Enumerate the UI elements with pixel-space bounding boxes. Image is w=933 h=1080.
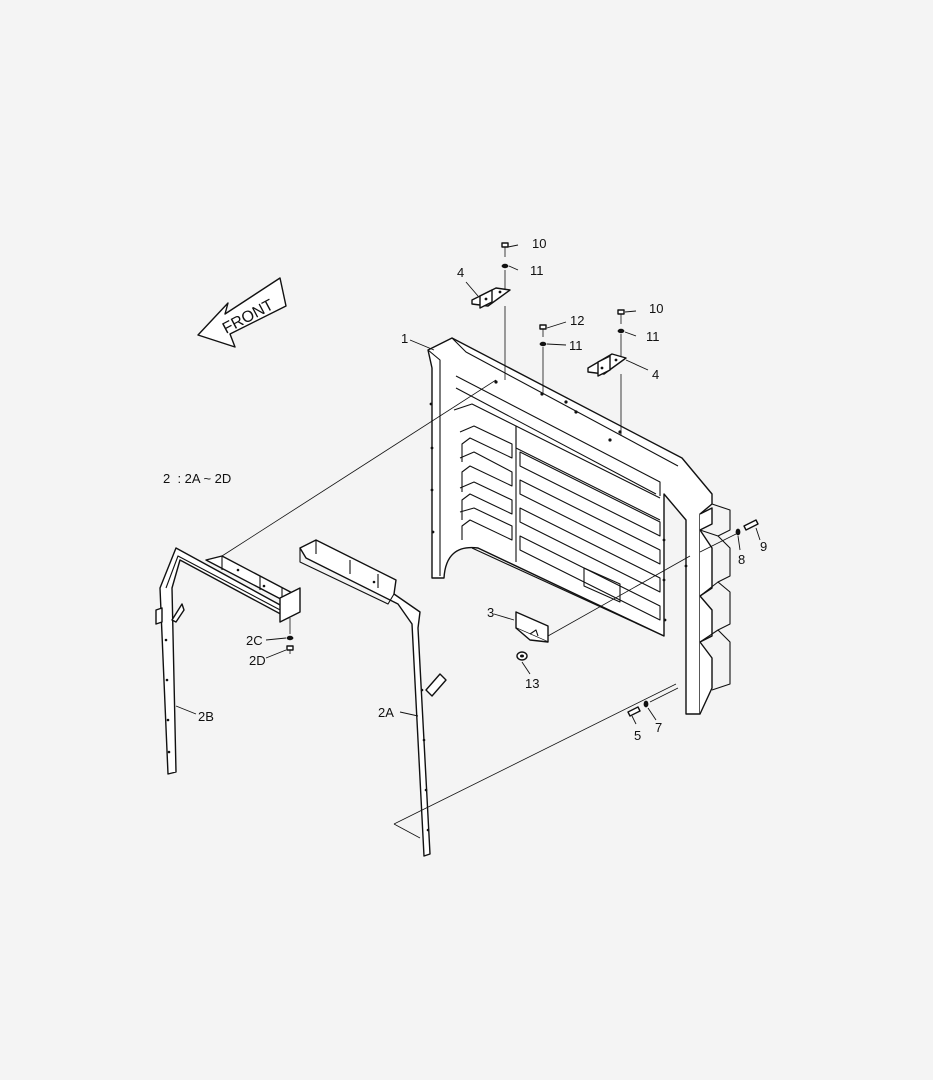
label-11-left: 11 bbox=[530, 263, 544, 278]
bracket-part-3 bbox=[515, 611, 549, 643]
bolt-part-9 bbox=[743, 519, 759, 531]
label-13: 13 bbox=[525, 676, 539, 691]
bolt-part-12 bbox=[539, 324, 547, 347]
front-direction-arrow-icon: FRONT bbox=[197, 277, 287, 348]
grille-frame-part-1 bbox=[427, 337, 731, 715]
arch-right-part-2a bbox=[279, 539, 447, 857]
label-12: 12 bbox=[570, 313, 584, 328]
label-4-right: 4 bbox=[652, 367, 659, 382]
nut-part-13 bbox=[516, 651, 528, 661]
label-7: 7 bbox=[655, 720, 662, 735]
washer-part-7 bbox=[643, 700, 649, 708]
label-1: 1 bbox=[401, 331, 408, 346]
bolt-part-10-left bbox=[501, 242, 509, 269]
washer-part-8 bbox=[735, 528, 741, 536]
label-2-note: 2 : 2A ~ 2D bbox=[163, 471, 231, 486]
label-10-right: 10 bbox=[649, 301, 663, 316]
label-8: 8 bbox=[738, 552, 745, 567]
label-2a: 2A bbox=[378, 705, 394, 720]
bolt-part-2d bbox=[286, 645, 294, 654]
leader-lines bbox=[175, 244, 761, 725]
label-2c: 2C bbox=[246, 633, 263, 648]
hinge-right-part-4 bbox=[587, 353, 627, 377]
label-2d: 2D bbox=[249, 653, 266, 668]
label-4-left: 4 bbox=[457, 265, 464, 280]
label-9: 9 bbox=[760, 539, 767, 554]
part-labels: 1 2 : 2A ~ 2D 2A 2B 2C 2D 3 4 4 5 7 8 9 … bbox=[163, 236, 767, 743]
label-2b: 2B bbox=[198, 709, 214, 724]
bolt-part-5 bbox=[627, 706, 641, 717]
label-11-right: 11 bbox=[646, 329, 660, 344]
hinge-left-part-4 bbox=[471, 287, 511, 309]
label-3: 3 bbox=[487, 605, 494, 620]
arch-left-part-2b bbox=[155, 547, 299, 775]
label-5: 5 bbox=[634, 728, 641, 743]
bolt-part-10-right bbox=[617, 309, 625, 334]
label-11-mid: 11 bbox=[569, 338, 583, 353]
label-10-left: 10 bbox=[532, 236, 546, 251]
washer-part-2c bbox=[286, 635, 294, 641]
